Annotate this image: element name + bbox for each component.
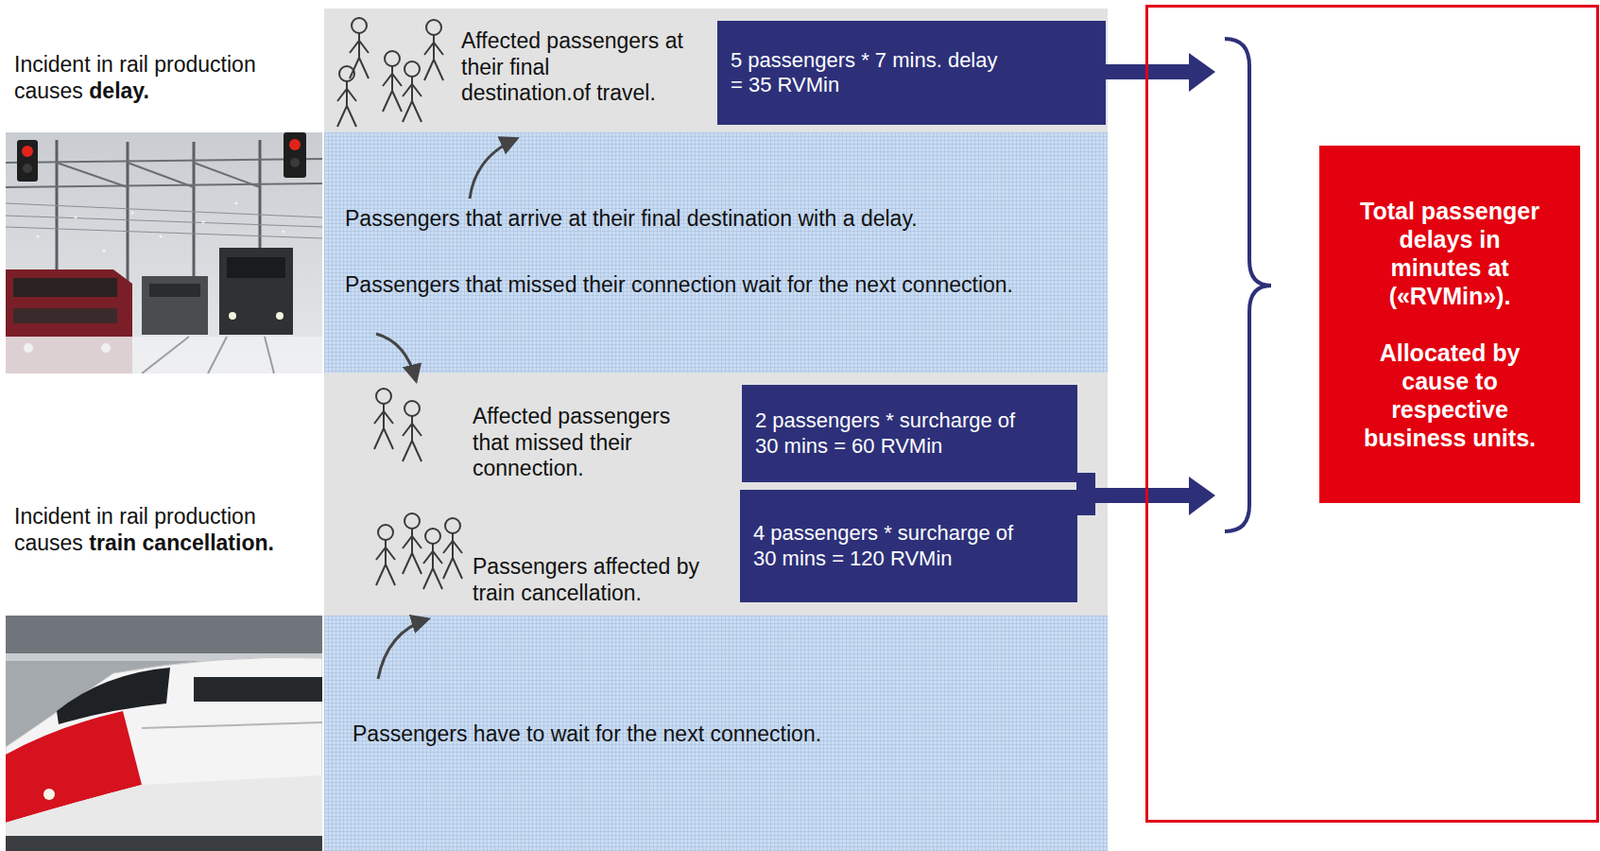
explanation-band: Passengers have to wait for the next con… <box>324 615 1108 851</box>
calculation-text: 4 passengers * surcharge of 30 mins = 12… <box>753 520 1030 571</box>
explanation-band: Passengers that arrive at their final de… <box>324 132 1108 373</box>
passenger-caption: Affected passengers at their final desti… <box>461 28 684 107</box>
passenger-caption: Affected passengers that missed their co… <box>472 403 695 482</box>
band-text: Passengers that arrive at their final de… <box>344 206 1083 233</box>
brace-bracket <box>1224 38 1272 532</box>
incident-type: delay. <box>88 78 150 104</box>
photo-train <box>5 615 323 851</box>
total-text: Allocated by cause to respective busines… <box>1355 338 1545 452</box>
calculation-box: 2 passengers * surcharge of 30 mins = 60… <box>741 384 1078 482</box>
incident-type: train cancellation. <box>88 530 275 555</box>
band-text: Passengers have to wait for the next con… <box>352 721 1090 748</box>
photo-snow-yard <box>5 132 323 374</box>
passenger-figures <box>337 17 463 589</box>
band-fill <box>324 132 1108 373</box>
incident-note: Incident in rail production causestrain … <box>14 503 315 556</box>
calculation-box: 4 passengers * surcharge of 30 mins = 12… <box>739 489 1078 603</box>
incident-note: Incident in rail production causesdelay. <box>14 51 315 104</box>
red-frame <box>1147 6 1599 822</box>
calculation-text: 5 passengers * 7 mins. delay = 35 RVMin <box>730 48 1007 99</box>
total-text: Total passenger delays in minutes at («R… <box>1355 196 1545 310</box>
passenger-caption: Passengers affected by train cancellatio… <box>472 553 700 606</box>
calculation-box: 5 passengers * 7 mins. delay = 35 RVMin <box>717 20 1106 125</box>
total-box: Total passenger delays in minutes at («R… <box>1319 145 1581 503</box>
band-text: Passengers that missed their connection … <box>344 272 1026 299</box>
calculation-text: 2 passengers * surcharge of 30 mins = 60… <box>755 408 1032 459</box>
